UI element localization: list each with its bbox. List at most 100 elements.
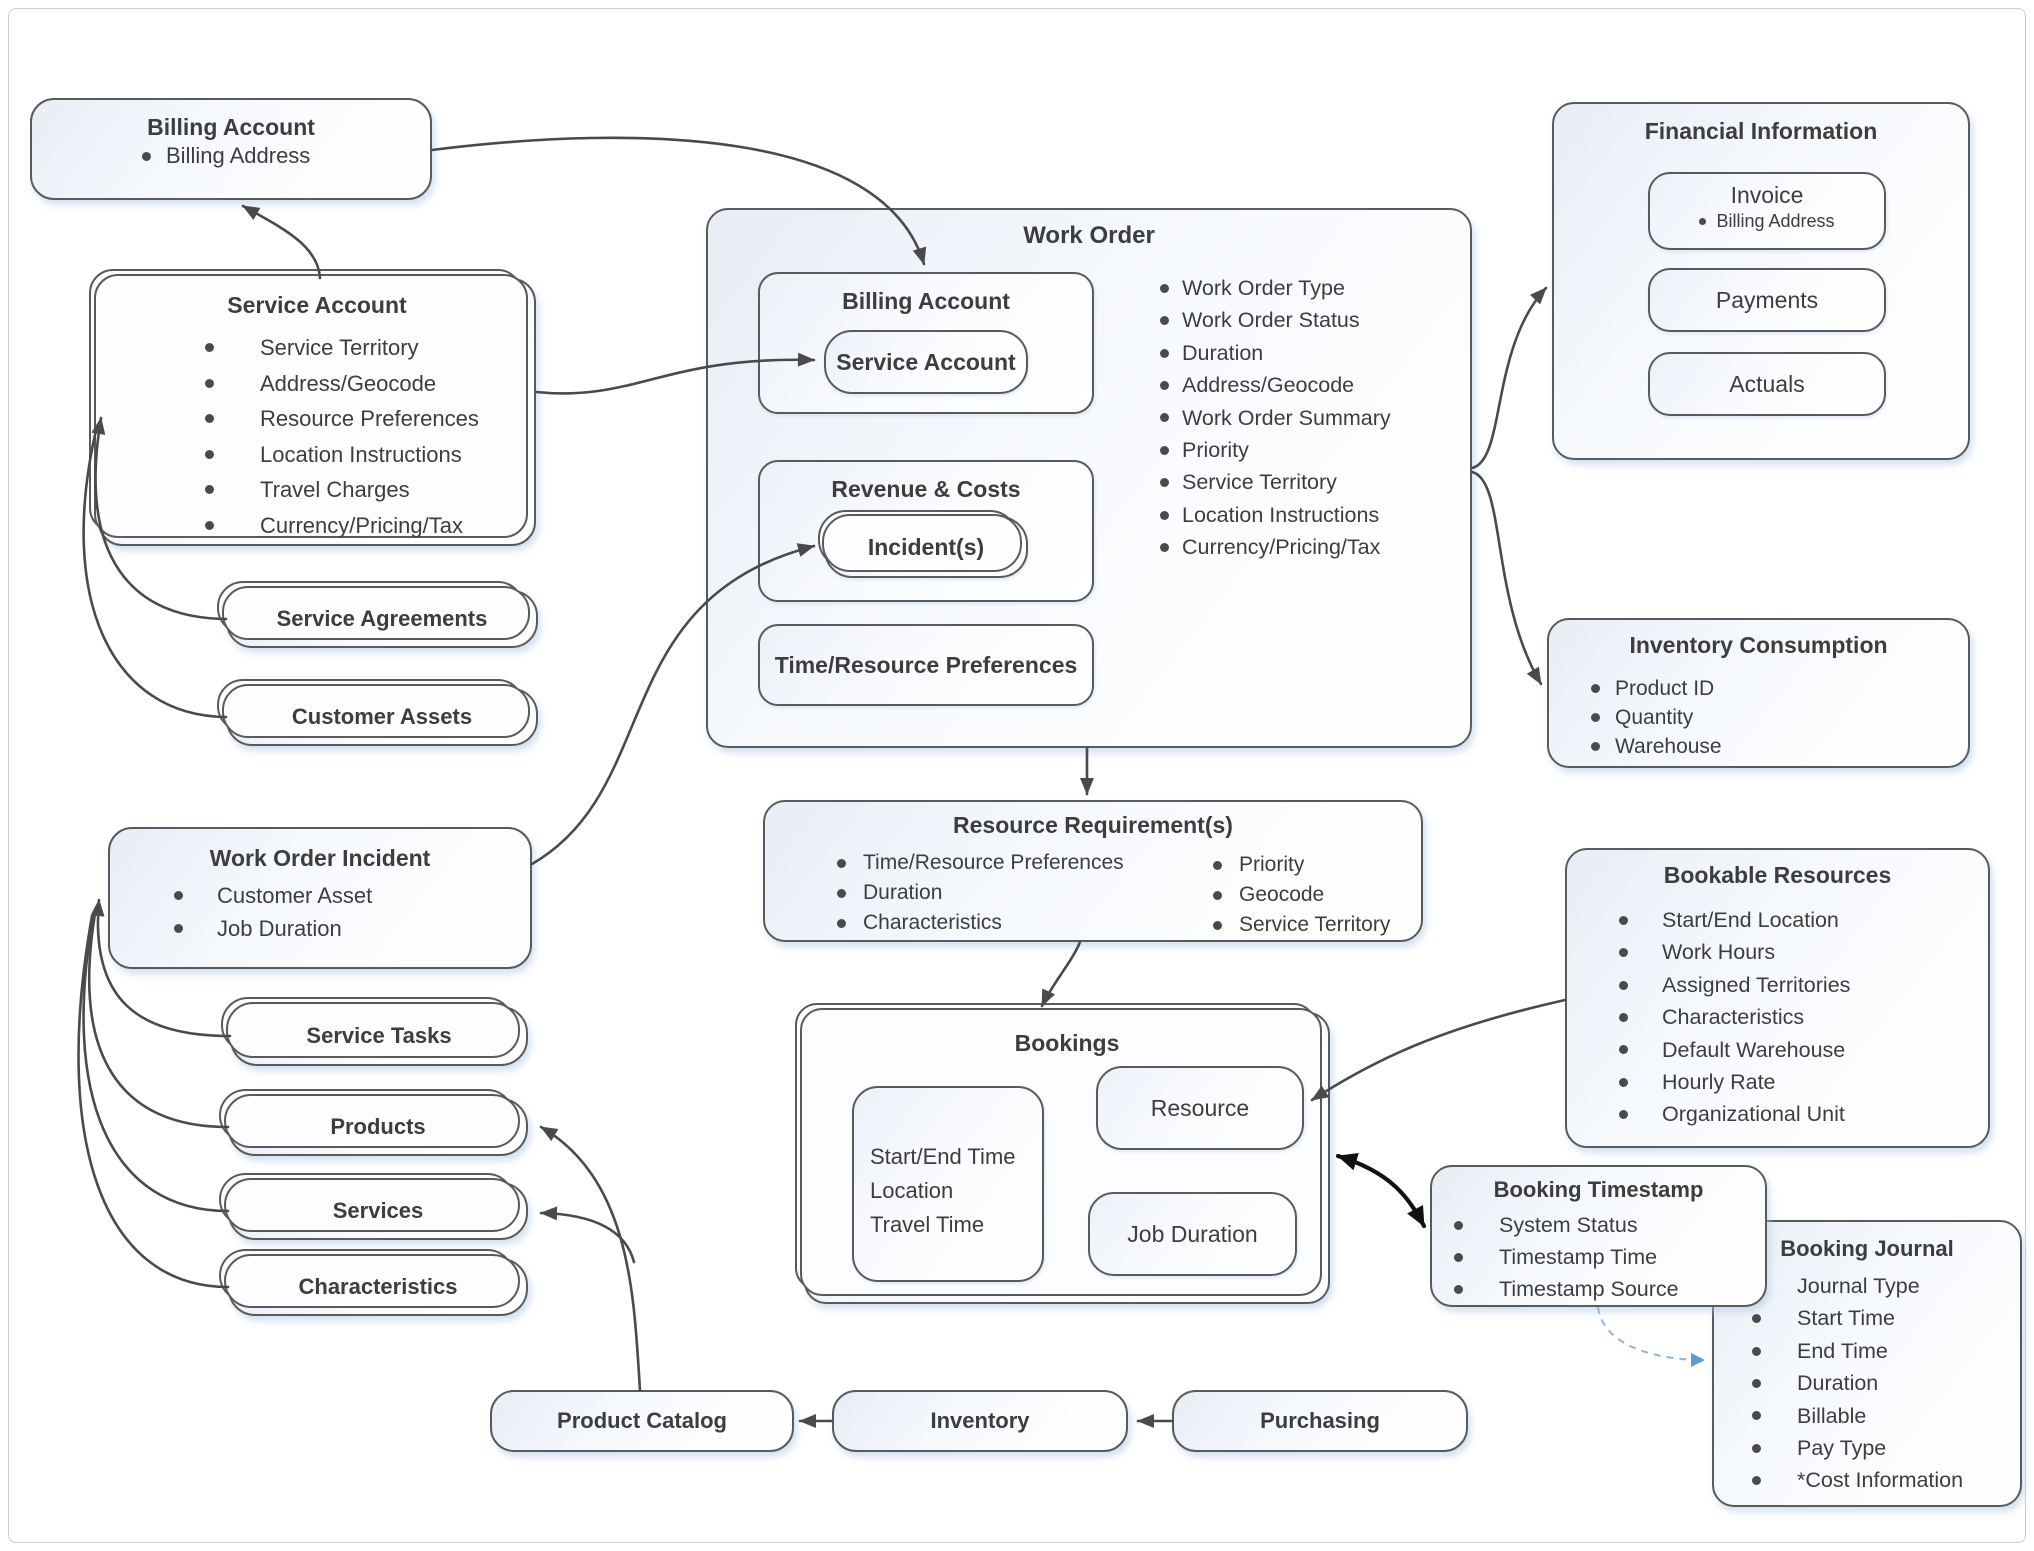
bullet-item: Organizational Unit: [1619, 1098, 1850, 1130]
bullet-item: Location Instructions: [1160, 499, 1391, 531]
bullet-item: Characteristics: [837, 908, 1124, 938]
booking-timestamp-title: Booking Timestamp: [1493, 1177, 1704, 1202]
bullet-item: Pay Type: [1752, 1432, 1963, 1464]
service-tasks-label: Service Tasks: [306, 1023, 452, 1048]
work-order-title: Work Order: [1023, 222, 1155, 249]
bullet-item: End Time: [1752, 1335, 1963, 1367]
inventory-box: Inventory: [832, 1390, 1128, 1452]
wo-time-resource-preferences-label: Time/Resource Preferences: [774, 651, 1078, 678]
customer-assets-box: Customer Assets: [217, 679, 538, 746]
bullet-item: Characteristics: [1619, 1001, 1850, 1033]
bullet-item: Duration: [837, 878, 1124, 908]
bookable-resources-title: Bookable Resources: [1663, 862, 1892, 888]
bullet-item: Duration: [1752, 1367, 1963, 1399]
product-catalog-label: Product Catalog: [557, 1408, 727, 1433]
products-box: Products: [219, 1089, 528, 1156]
actuals-box: Actuals: [1648, 352, 1886, 416]
bookings-time-line: Location: [870, 1178, 954, 1203]
services-label: Services: [332, 1198, 424, 1223]
resource-requirements-title: Resource Requirement(s): [953, 812, 1233, 838]
bullet-item: Time/Resource Preferences: [837, 848, 1124, 878]
page-border: [8, 8, 2026, 1543]
purchasing-box: Purchasing: [1172, 1390, 1468, 1452]
bullet-item: Start/End Location: [1619, 904, 1850, 936]
bullet-item: Geocode: [1213, 880, 1390, 910]
work-order-incident-box: Work Order Incident Customer Asset Job D…: [108, 827, 532, 969]
purchasing-label: Purchasing: [1260, 1408, 1380, 1433]
bullet-item: Default Warehouse: [1619, 1034, 1850, 1066]
wo-service-account-box: Service Account: [824, 330, 1028, 394]
bullet-item: Location Instructions: [205, 437, 479, 473]
booking-timestamp-box: Booking Timestamp System Status Timestam…: [1430, 1165, 1767, 1307]
bookings-time-line: Travel Time: [870, 1212, 985, 1237]
products-label: Products: [330, 1114, 426, 1139]
bullet-item: Currency/Pricing/Tax: [1160, 531, 1391, 563]
service-account-title: Service Account: [227, 292, 407, 318]
bullet-item: Priority: [1213, 850, 1390, 880]
resource-box: Resource: [1096, 1066, 1304, 1150]
booking-journal-title: Booking Journal: [1780, 1236, 1954, 1261]
work-order-incident-title: Work Order Incident: [209, 845, 431, 871]
resource-requirements-box: Resource Requirement(s) Time/Resource Pr…: [763, 800, 1423, 942]
financial-information-title: Financial Information: [1644, 118, 1878, 144]
product-catalog-box: Product Catalog: [490, 1390, 794, 1452]
inventory-label: Inventory: [930, 1408, 1030, 1433]
bullet-item: *Cost Information: [1752, 1464, 1963, 1496]
bullet-item: Work Order Status: [1160, 304, 1391, 336]
bullet-item: Priority: [1160, 434, 1391, 466]
bullet-item: Quantity: [1591, 703, 1722, 732]
characteristics-box: Characteristics: [219, 1249, 528, 1316]
bullet-item: Product ID: [1591, 674, 1722, 703]
invoice-bullet-item: Billing Address: [1716, 211, 1835, 231]
payments-label: Payments: [1715, 286, 1819, 313]
bookings-time-box: Start/End Time Location Travel Time: [852, 1086, 1044, 1282]
wo-revenue-costs-title: Revenue & Costs: [831, 476, 1021, 502]
wo-billing-account-title: Billing Account: [842, 288, 1010, 314]
bullet-item: Service Territory: [205, 330, 479, 366]
bullet-dot: [1699, 218, 1707, 225]
bullet-item: Warehouse: [1591, 732, 1722, 761]
invoice-label: Invoice: [1730, 182, 1804, 208]
bullet-item: Address/Geocode: [1160, 369, 1391, 401]
bullet-item: Currency/Pricing/Tax: [205, 508, 479, 544]
characteristics-label: Characteristics: [298, 1274, 458, 1299]
bullet-item: Service Territory: [1213, 910, 1390, 940]
bullet-item: Resource Preferences: [205, 401, 479, 437]
services-box: Services: [219, 1173, 528, 1240]
bullet-item: Work Order Summary: [1160, 402, 1391, 434]
job-duration-label: Job Duration: [1127, 1220, 1258, 1247]
service-account-box: Service Account Service Territory Addres…: [89, 269, 536, 546]
inventory-consumption-title: Inventory Consumption: [1629, 632, 1888, 658]
service-agreements-label: Service Agreements: [276, 606, 488, 631]
job-duration-box: Job Duration: [1088, 1192, 1297, 1276]
bullet-item: Billing Address: [142, 138, 310, 174]
bullet-item: Work Order Type: [1160, 272, 1391, 304]
bullet-item: Hourly Rate: [1619, 1066, 1850, 1098]
bullet-item: Assigned Territories: [1619, 969, 1850, 1001]
service-agreements-box: Service Agreements: [217, 581, 538, 648]
bullet-item: Start Time: [1752, 1302, 1963, 1334]
wo-service-account-label: Service Account: [836, 348, 1016, 375]
bullet-item: Service Territory: [1160, 466, 1391, 498]
bullet-item: Travel Charges: [205, 472, 479, 508]
payments-box: Payments: [1648, 268, 1886, 332]
wo-incidents-label: Incident(s): [867, 533, 985, 560]
bullet-item: Timestamp Source: [1454, 1273, 1679, 1305]
billing-account-box: Billing Account Billing Address: [30, 98, 432, 200]
bullet-item: Billable: [1752, 1400, 1963, 1432]
actuals-label: Actuals: [1729, 370, 1805, 397]
bullet-item: Journal Type: [1752, 1270, 1963, 1302]
bullet-item: Job Duration: [174, 912, 372, 945]
bookings-title: Bookings: [1014, 1030, 1120, 1056]
bookings-time-line: Start/End Time: [870, 1144, 1016, 1169]
inventory-consumption-box: Inventory Consumption Product ID Quantit…: [1547, 618, 1970, 768]
bullet-item: Customer Asset: [174, 879, 372, 912]
bullet-item: System Status: [1454, 1209, 1679, 1241]
resource-label: Resource: [1150, 1094, 1250, 1121]
wo-time-resource-preferences-box: Time/Resource Preferences: [758, 624, 1094, 706]
bullet-item: Duration: [1160, 337, 1391, 369]
invoice-box: Invoice Billing Address: [1648, 172, 1886, 250]
bullet-item: Address/Geocode: [205, 366, 479, 402]
service-tasks-box: Service Tasks: [221, 997, 528, 1066]
